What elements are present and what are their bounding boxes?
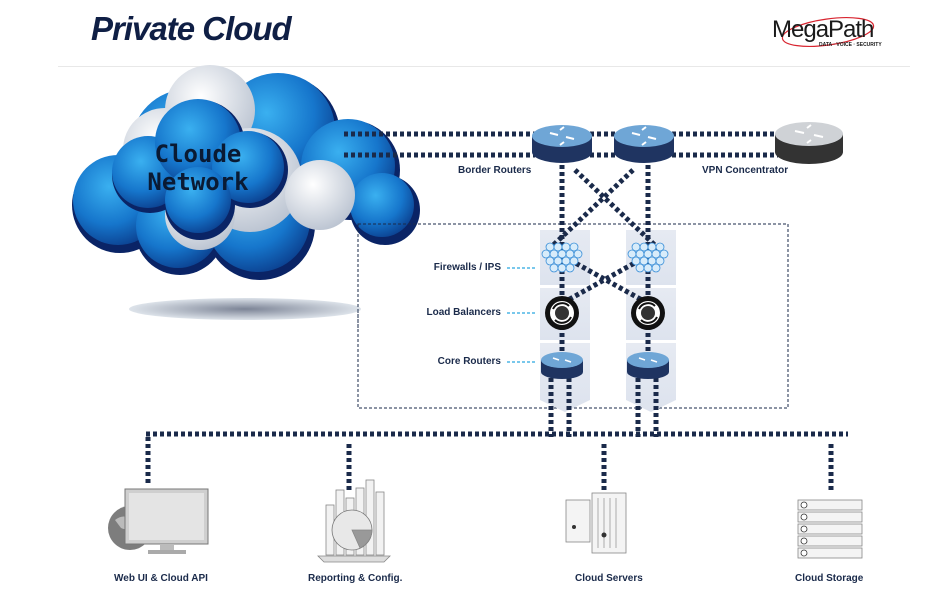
label-vpn-concentrator: VPN Concentrator: [702, 165, 789, 176]
reporting-chart-icon: [317, 479, 391, 563]
cloud-network-icon: [72, 65, 420, 280]
cloud-label-line1: Cloude: [154, 140, 242, 168]
monitor-globe-icon: [108, 488, 209, 554]
label-firewalls: Firewalls / IPS: [433, 262, 501, 273]
server-icon: [565, 492, 627, 554]
logo-tagline: DATA · VOICE · SECURITY: [819, 42, 882, 48]
label-border-routers: Border Routers: [458, 165, 532, 176]
storage-rack-icon: [797, 499, 863, 559]
cloud-label-line2: Network: [147, 168, 249, 196]
load-balancer-icon: [545, 296, 579, 330]
header-divider: [58, 66, 910, 67]
border-router-icon: [614, 125, 674, 163]
firewall-icon: [541, 242, 583, 273]
border-router-icon: [532, 125, 592, 163]
label-reporting: Reporting & Config.: [308, 573, 403, 584]
page-title: Private Cloud: [91, 10, 292, 47]
label-web-ui: Web UI & Cloud API: [114, 573, 208, 584]
label-core-routers: Core Routers: [437, 356, 501, 367]
cloud-label: Cloude Network: [128, 140, 268, 196]
firewall-icon: [627, 242, 669, 273]
cloud-shadow: [129, 298, 361, 320]
label-cloud-servers: Cloud Servers: [575, 573, 643, 584]
label-load-balancers: Load Balancers: [426, 307, 501, 318]
label-cloud-storage: Cloud Storage: [795, 573, 864, 584]
vpn-concentrator-icon: [775, 122, 843, 164]
logo-name: MegaPath: [772, 16, 874, 43]
core-router-icon: [541, 352, 583, 379]
load-balancer-icon: [631, 296, 665, 330]
megapath-logo: MegaPath DATA · VOICE · SECURITY: [772, 14, 882, 54]
core-router-icon: [627, 352, 669, 379]
logo-swoosh-icon: [781, 17, 875, 47]
